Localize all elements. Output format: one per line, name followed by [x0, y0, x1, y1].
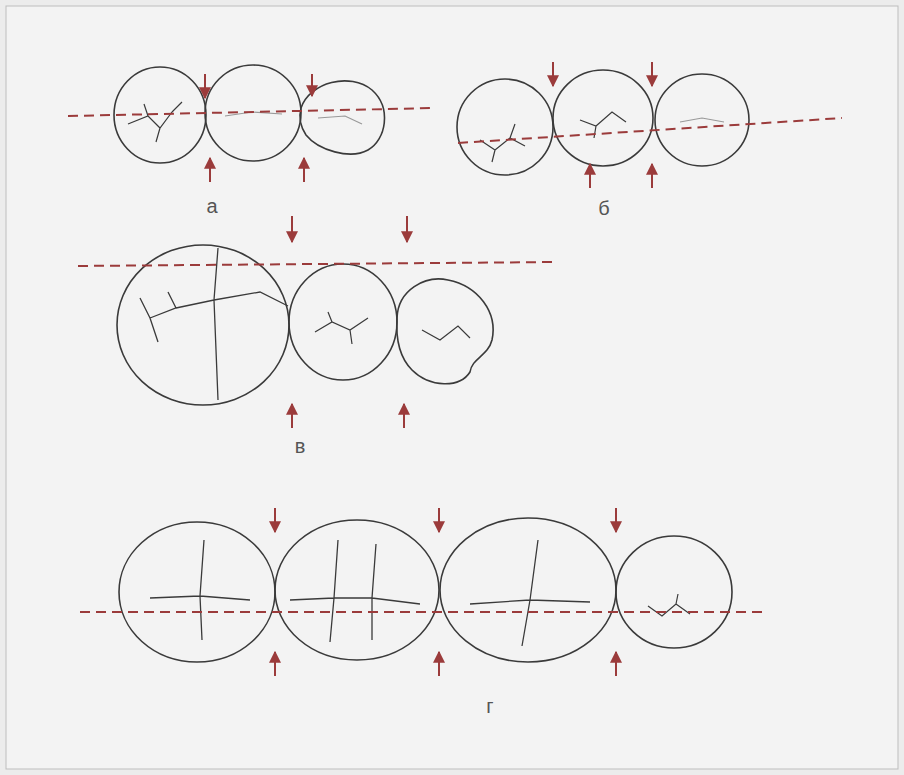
- contact-arrow: [438, 652, 440, 676]
- contact-arrow: [311, 74, 313, 96]
- contact-arrow: [403, 404, 405, 428]
- fissure: [150, 540, 250, 640]
- fissure: [128, 102, 182, 142]
- contact-arrow: [209, 158, 211, 182]
- tooth-outline: [114, 67, 206, 163]
- tooth-outline: [655, 74, 749, 166]
- dashed-axis: [458, 118, 842, 143]
- panel-letter: в: [295, 436, 306, 456]
- contact-arrow: [291, 404, 293, 428]
- tooth-row-d: [119, 518, 732, 662]
- contact-arrow: [615, 508, 617, 532]
- contact-arrow: [552, 62, 554, 86]
- fissure: [470, 540, 590, 646]
- dashed-axis: [68, 108, 435, 116]
- fissure: [648, 594, 690, 616]
- tooth-outline: [440, 518, 616, 662]
- panel-letter: г: [486, 696, 493, 716]
- fissure: [315, 312, 368, 344]
- tooth-outline: [119, 522, 275, 662]
- contact-arrow: [204, 74, 206, 98]
- contact-arrow: [438, 508, 440, 532]
- arrows-d: [80, 508, 765, 676]
- contact-arrow: [589, 164, 591, 188]
- contact-arrow: [274, 508, 276, 532]
- fissure: [422, 326, 470, 340]
- fissure: [290, 540, 420, 642]
- fissure: [680, 118, 724, 122]
- panel-letter: а: [206, 196, 217, 216]
- arrows-a: [68, 74, 435, 182]
- panel-letter: б: [598, 198, 609, 218]
- tooth-outline: [553, 70, 653, 166]
- fissure: [318, 116, 362, 124]
- tooth-outline: [616, 536, 732, 648]
- contact-arrow: [651, 164, 653, 188]
- tooth-outline: [117, 245, 289, 405]
- tooth-outline: [289, 264, 397, 380]
- tooth-outline: [397, 279, 493, 384]
- contact-arrow: [651, 62, 653, 86]
- tooth-row-b: [457, 70, 749, 175]
- tooth-outline: [275, 520, 439, 660]
- dashed-axis: [78, 262, 555, 266]
- contact-arrow: [303, 158, 305, 182]
- contact-arrow: [274, 652, 276, 676]
- contact-arrow: [406, 216, 408, 242]
- dashed-axis: [80, 611, 765, 613]
- arrows-c: [78, 216, 555, 428]
- contact-arrow: [615, 652, 617, 676]
- frame: [6, 6, 898, 769]
- arrows-b: [458, 62, 842, 188]
- fissure: [140, 248, 288, 400]
- contact-arrow: [291, 216, 293, 242]
- tooth-outline: [457, 79, 553, 175]
- fissure: [480, 124, 525, 162]
- tooth-row-c: [117, 245, 493, 405]
